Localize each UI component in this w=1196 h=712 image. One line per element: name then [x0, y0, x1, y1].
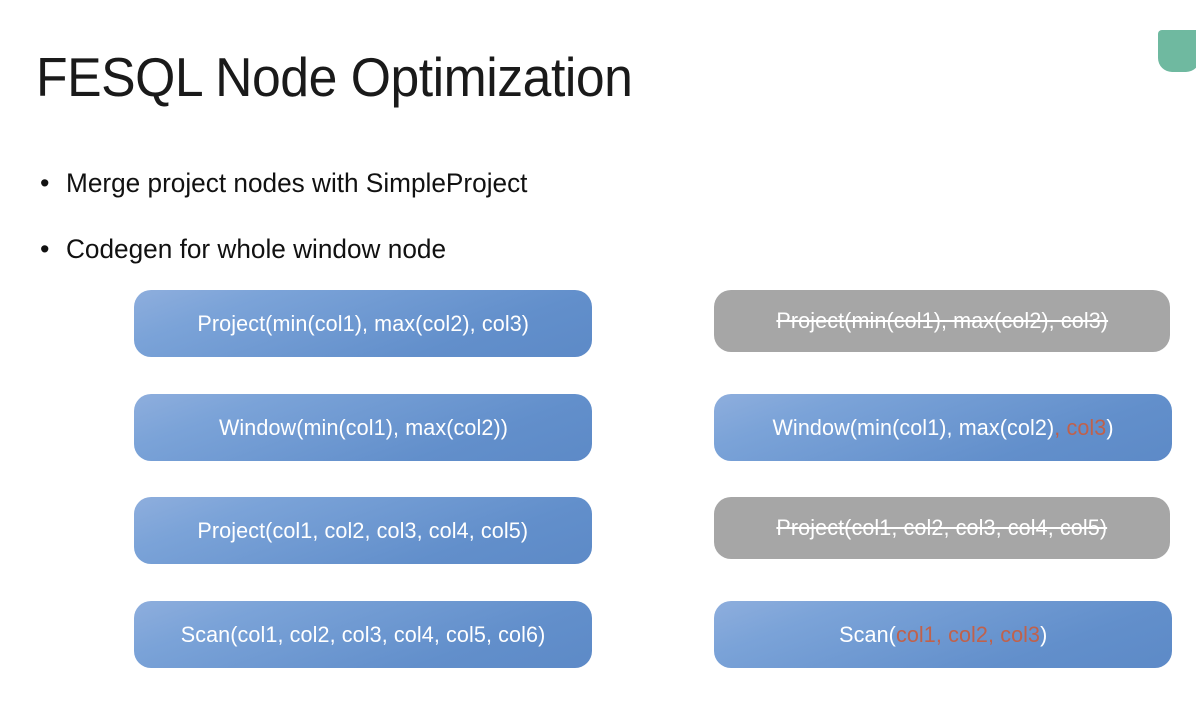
highlighted-columns: col1, col2, col3 [895, 621, 1040, 647]
node-label: Scan(col1, col2, col3, col4, col5, col6) [180, 621, 546, 647]
node-label: Project(col1, col2, col3, col4, col5) [197, 517, 529, 543]
node-label: Project(col1, col2, col3, col4, col5) [776, 515, 1108, 540]
node-label: Project(min(col1), max(col2), col3) [776, 308, 1108, 333]
node-label: Window(min(col1), max(col2)) [218, 414, 508, 440]
node-box-left-project-agg: Project(min(col1), max(col2), col3) [134, 290, 592, 357]
bullet-list: • Merge project nodes with SimpleProject… [36, 163, 936, 295]
node-label: Scan(col1, col2, col3) [838, 621, 1048, 647]
list-item: • Codegen for whole window node [36, 229, 936, 273]
highlighted-columns: , col3 [1054, 414, 1107, 440]
node-box-left-window: Window(min(col1), max(col2)) [134, 394, 592, 461]
page-title: FESQL Node Optimization [36, 46, 633, 108]
node-box-right-project-cols: Project(col1, col2, col3, col4, col5) [714, 497, 1170, 559]
node-box-right-scan: Scan(col1, col2, col3) [714, 601, 1172, 668]
bullet-text: Merge project nodes with SimpleProject [66, 168, 528, 198]
bullet-marker-icon: • [40, 234, 50, 264]
node-label: Window(min(col1), max(col2), col3) [772, 414, 1114, 440]
node-box-right-window: Window(min(col1), max(col2), col3) [714, 394, 1172, 461]
node-label: Project(min(col1), max(col2), col3) [197, 310, 529, 336]
node-box-right-project-agg: Project(min(col1), max(col2), col3) [714, 290, 1170, 352]
bullet-marker-icon: • [40, 168, 50, 198]
green-pentagon-accent-icon [1158, 30, 1196, 72]
node-box-left-project-cols: Project(col1, col2, col3, col4, col5) [134, 497, 592, 564]
node-box-left-scan: Scan(col1, col2, col3, col4, col5, col6) [134, 601, 592, 668]
bullet-text: Codegen for whole window node [66, 234, 447, 264]
list-item: • Merge project nodes with SimpleProject [36, 163, 936, 207]
